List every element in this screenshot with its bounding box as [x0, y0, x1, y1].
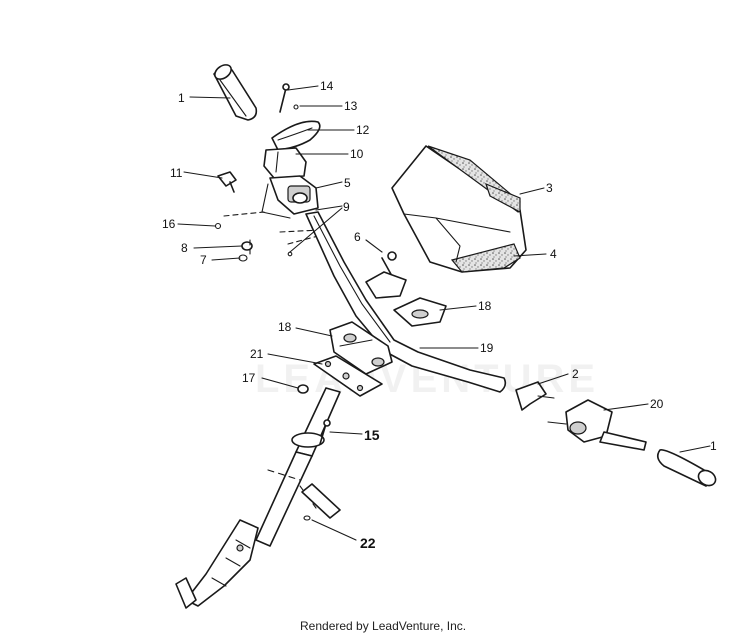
assembly-dashes [223, 211, 321, 259]
callout-7: 7 [200, 253, 207, 267]
washer-16 [214, 222, 222, 230]
callout-21: 21 [250, 347, 264, 361]
callout-3: 3 [546, 181, 553, 195]
callout-22: 22 [360, 535, 376, 551]
callout-12: 12 [356, 123, 370, 137]
callout-19: 19 [480, 341, 494, 355]
callout-14: 14 [320, 79, 334, 93]
nut-17 [297, 384, 309, 394]
callout-10: 10 [350, 147, 364, 161]
callout-1-right: 1 [710, 439, 717, 453]
pin-22 [301, 483, 341, 521]
callout-1-left: 1 [178, 91, 185, 105]
credit-text: Rendered by LeadVenture, Inc. [300, 619, 466, 633]
pin-14 [279, 83, 290, 113]
control-lever-12 [271, 120, 321, 151]
steering-shaft [255, 387, 341, 547]
callout-9: 9 [343, 200, 350, 214]
bracket-2 [515, 381, 555, 411]
clamp-18-lower [329, 321, 393, 375]
callout-labels: 1 14 13 12 10 11 5 9 16 8 7 6 3 4 18 18 … [162, 79, 717, 551]
control-housing [261, 147, 319, 219]
steering-arm [175, 519, 259, 609]
bolt-15 [319, 419, 331, 445]
callout-5: 5 [344, 176, 351, 190]
bolt-11 [217, 171, 237, 193]
callout-16: 16 [162, 217, 176, 231]
clip-13 [293, 104, 299, 110]
callout-15: 15 [364, 427, 380, 443]
pin-9 [287, 251, 293, 257]
handlebar-tube [305, 211, 507, 393]
clamp-18-upper [365, 271, 447, 327]
callout-13: 13 [344, 99, 358, 113]
callout-6: 6 [354, 230, 361, 244]
mounting-plate-21 [313, 355, 383, 397]
callout-18-lower: 18 [278, 320, 292, 334]
console-cover [391, 145, 527, 273]
callout-17: 17 [242, 371, 256, 385]
bolt-6 [381, 251, 397, 277]
callout-8: 8 [181, 241, 188, 255]
callout-11: 11 [170, 166, 183, 180]
callout-18-upper: 18 [478, 299, 492, 313]
leader-lines [177, 85, 711, 541]
left-grip [213, 64, 258, 121]
callout-2: 2 [572, 367, 579, 381]
callout-20: 20 [650, 397, 664, 411]
callout-4: 4 [550, 247, 557, 261]
right-grip [656, 449, 717, 487]
throttle-control-20 [547, 399, 647, 451]
